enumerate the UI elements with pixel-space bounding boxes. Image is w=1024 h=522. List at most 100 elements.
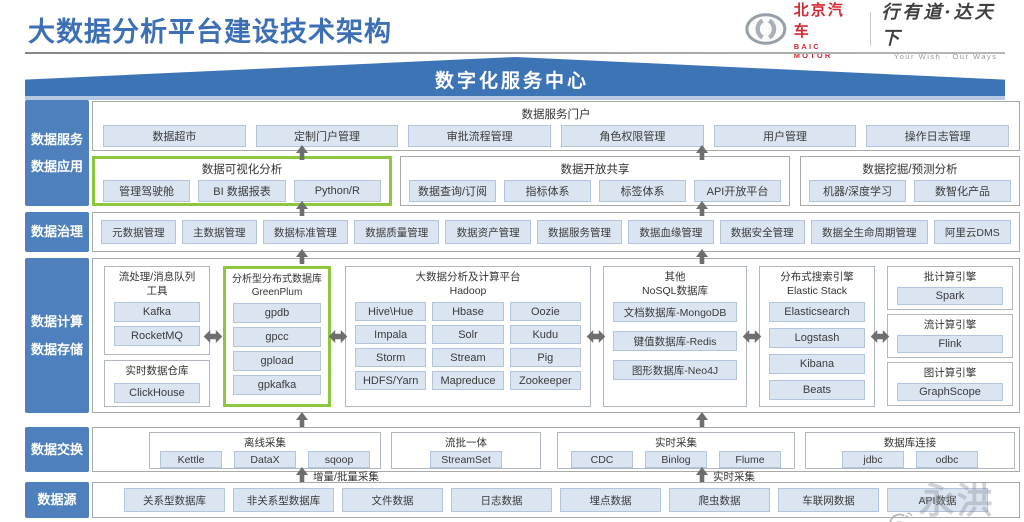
connector-arrow-icon — [742, 330, 762, 343]
greenplum-item: gpkafka — [233, 375, 321, 395]
greenplum-heading: 分析型分布式数据库 GreenPlum — [232, 274, 322, 298]
up-arrow-icon — [696, 412, 708, 427]
greenplum-item: gpdb — [233, 303, 321, 323]
open-share-item: 数据查询/订阅 — [409, 180, 496, 202]
elastic-item: Beats — [769, 380, 865, 401]
up-arrow-icon — [296, 249, 308, 264]
elastic-item: Kibana — [769, 354, 865, 375]
dbconn-item: odbc — [916, 451, 978, 468]
governance-item: 数据质量管理 — [354, 220, 440, 244]
hadoop-heading: 大数据分析及计算平台 Hadoop — [415, 271, 521, 297]
service-portal-section: 数据服务门户 数据超市定制门户管理审批流程管理角色权限管理用户管理操作日志管理 — [92, 101, 1020, 151]
datasource-item: 非关系型数据库 — [233, 488, 334, 512]
hadoop-item: Impala — [355, 325, 427, 345]
realtime-dw-items: ClickHouse — [105, 382, 209, 403]
open-share-item: API开放平台 — [694, 180, 781, 202]
datasource-item: 埋点数据 — [560, 488, 661, 512]
hadoop-item: Pig — [509, 348, 581, 368]
governance-item: 主数据管理 — [181, 220, 257, 244]
page-title: 大数据分析平台建设技术架构 — [28, 17, 392, 47]
hadoop-item: Oozie — [509, 302, 581, 322]
mining-heading: 数据挖掘/预测分析 — [862, 164, 958, 176]
governance-item: 元数据管理 — [101, 220, 176, 244]
yonghong-logo-icon — [889, 512, 913, 522]
hadoop-item: Hive\Hue — [355, 302, 427, 322]
stream-tools-heading: 流处理/消息队列 工具 — [118, 271, 196, 297]
up-arrow-icon — [296, 467, 308, 482]
offline-collect-item: DataX — [234, 451, 296, 468]
governance-item: 数据标准管理 — [262, 220, 349, 244]
portal-item: 角色权限管理 — [561, 125, 704, 147]
stream-engine-heading: 流计算引擎 — [923, 319, 977, 331]
connector-arrow-icon — [203, 330, 223, 343]
nosql-item: 文档数据库-MongoDB — [613, 302, 737, 323]
sidebar-label-governance: 数据治理 — [25, 212, 89, 252]
datasource-item: 爬虫数据 — [669, 488, 770, 512]
elastic-item: Logstash — [769, 328, 865, 349]
service-portal-items: 数据超市定制门户管理审批流程管理角色权限管理用户管理操作日志管理 — [93, 125, 1019, 147]
streambatch-panel: 流批一体 StreamSet — [391, 432, 541, 469]
hadoop-item: Hbase — [432, 302, 504, 322]
realtime-dw-panel: 实时数据仓库 ClickHouse — [104, 360, 210, 407]
hadoop-item: Mapreduce — [432, 371, 504, 391]
flow-label-realtime: 实时采集 — [713, 471, 755, 483]
graph-engine-item: GraphScope — [897, 382, 1003, 401]
datasource-item: 文件数据 — [342, 488, 443, 512]
brand-divider — [870, 12, 872, 46]
dbconn-item: jdbc — [842, 451, 904, 468]
up-arrow-icon — [296, 201, 308, 216]
governance-item: 数据安全管理 — [719, 220, 805, 244]
mining-item: 数智化产品 — [914, 180, 1011, 202]
governance-item: 数据资产管理 — [445, 220, 531, 244]
realtime-dw-item: ClickHouse — [114, 382, 200, 403]
graph-engine-panel: 图计算引擎 GraphScope — [887, 362, 1013, 406]
visualization-heading: 数据可视化分析 — [201, 164, 283, 176]
up-arrow-icon — [296, 145, 308, 160]
hadoop-item: HDFS/Yarn — [355, 371, 427, 391]
mining-item: 机器/深度学习 — [809, 180, 906, 202]
batch-engine-panel: 批计算引擎 Spark — [887, 266, 1013, 310]
sidebar-label-exchange: 数据交换 — [25, 427, 89, 472]
dbconn-items: jdbc odbc — [806, 451, 1014, 468]
realtime-collect-item: Flume — [719, 451, 781, 468]
governance-section: 元数据管理主数据管理数据标准管理数据质量管理数据资产管理数据服务管理数据血缘管理… — [92, 212, 1020, 252]
connector-arrow-icon — [586, 330, 606, 343]
greenplum-item: gpload — [233, 351, 321, 371]
streambatch-items: StreamSet — [392, 451, 540, 468]
connector-arrow-icon — [328, 330, 348, 343]
hadoop-item: Solr — [432, 325, 504, 345]
offline-collect-item: sqoop — [308, 451, 370, 468]
datasource-item: 日志数据 — [451, 488, 552, 512]
sidebar-label-source: 数据源 — [25, 482, 89, 518]
streambatch-heading: 流批一体 — [445, 437, 487, 449]
realtime-collect-heading: 实时采集 — [655, 437, 697, 449]
baic-logo-icon — [745, 13, 787, 45]
hadoop-item: Stream — [432, 348, 504, 368]
visualization-item: Python/R — [293, 180, 381, 202]
portal-item: 数据超市 — [103, 125, 246, 147]
nosql-item: 图形数据库-Neo4J — [613, 360, 737, 381]
up-arrow-icon — [696, 201, 708, 216]
brand-slogan-en: Your Wish · Our Ways — [893, 51, 998, 61]
up-arrow-icon — [696, 249, 708, 264]
datasource-item: API数据 — [887, 488, 988, 512]
batch-engine-item: Spark — [897, 286, 1003, 305]
offline-collect-item: Kettle — [160, 451, 222, 468]
elastic-heading: 分布式搜索引擎 Elastic Stack — [780, 271, 854, 297]
governance-item: 数据血缘管理 — [628, 220, 714, 244]
realtime-collect-item: CDC — [571, 451, 633, 468]
stream-tool-item: Kafka — [114, 302, 200, 323]
